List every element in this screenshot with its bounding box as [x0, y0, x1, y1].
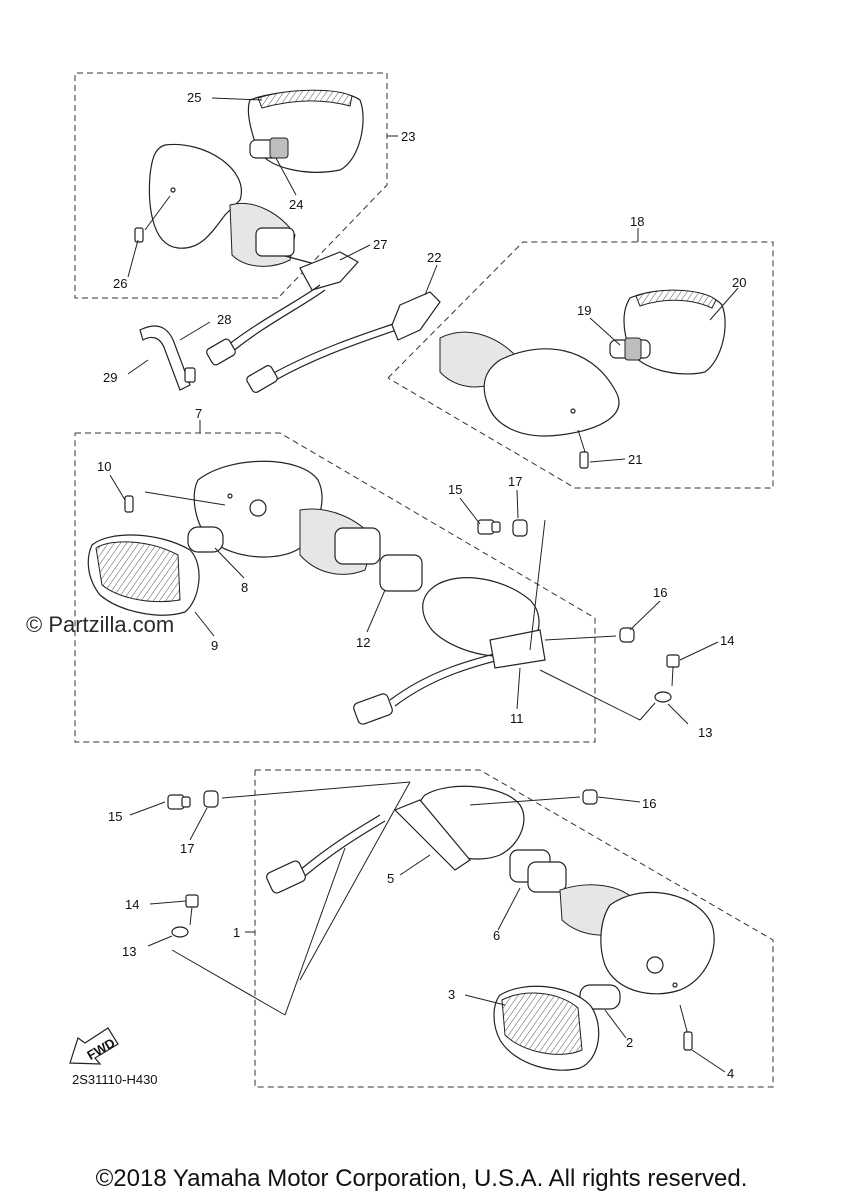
- callout-9: 9: [211, 638, 218, 653]
- fasteners-middle: [477, 519, 680, 721]
- callout-12: 12: [356, 635, 370, 650]
- callout-17: 17: [508, 474, 522, 489]
- group-box-1: [254, 769, 774, 1088]
- turn-signal-upper-left: [134, 89, 364, 291]
- callout-8: 8: [241, 580, 248, 595]
- callout-1: 1: [233, 925, 240, 940]
- callout-13-lower: 13: [122, 944, 136, 959]
- callout-25: 25: [187, 90, 201, 105]
- callout-11: 11: [510, 711, 524, 726]
- callout-19: 19: [577, 303, 591, 318]
- callout-15: 15: [448, 482, 462, 497]
- turn-signal-upper-right: [391, 289, 726, 469]
- copyright-notice: ©2018 Yamaha Motor Corporation, U.S.A. A…: [95, 1165, 748, 1192]
- callout-2: 2: [626, 1035, 633, 1050]
- callout-24: 24: [289, 197, 303, 212]
- group-box-18: [387, 241, 774, 489]
- group-box-7: [74, 432, 596, 743]
- callout-16: 16: [653, 585, 667, 600]
- wire-harness-upper: [206, 284, 409, 393]
- callout-18: 18: [630, 214, 644, 229]
- callout-22: 22: [427, 250, 441, 265]
- callout-27: 27: [373, 237, 387, 252]
- callout-14: 14: [720, 633, 734, 648]
- callout-14-lower: 14: [125, 897, 139, 912]
- turn-signal-middle: [87, 460, 546, 725]
- band-and-clamp: [139, 325, 196, 391]
- callout-3: 3: [448, 987, 455, 1002]
- leader-lines: [109, 97, 739, 1073]
- turn-signal-lower: [266, 785, 715, 1071]
- callout-17-lower: 17: [180, 841, 194, 856]
- drawing-code: 2S31110-H430: [72, 1072, 158, 1087]
- callout-5: 5: [387, 871, 394, 886]
- watermark: © Partzilla.com: [26, 612, 175, 637]
- group-box-23: [74, 72, 388, 299]
- callout-7: 7: [195, 406, 202, 421]
- callout-28: 28: [217, 312, 231, 327]
- callout-labels: 25 23 24 27 26 28 29 22 18 20 19 21 7 10…: [97, 90, 746, 1081]
- callout-15-lower: 15: [108, 809, 122, 824]
- callout-4: 4: [727, 1066, 734, 1081]
- callout-23: 23: [401, 129, 415, 144]
- fasteners-lower: [167, 781, 598, 1016]
- callout-20: 20: [732, 275, 746, 290]
- callout-6: 6: [493, 928, 500, 943]
- callout-16-lower: 16: [642, 796, 656, 811]
- callout-10: 10: [97, 459, 111, 474]
- callout-21: 21: [628, 452, 642, 467]
- callout-13: 13: [698, 725, 712, 740]
- fwd-arrow-icon: FWD: [69, 1027, 119, 1065]
- callout-26: 26: [113, 276, 127, 291]
- callout-29: 29: [103, 370, 117, 385]
